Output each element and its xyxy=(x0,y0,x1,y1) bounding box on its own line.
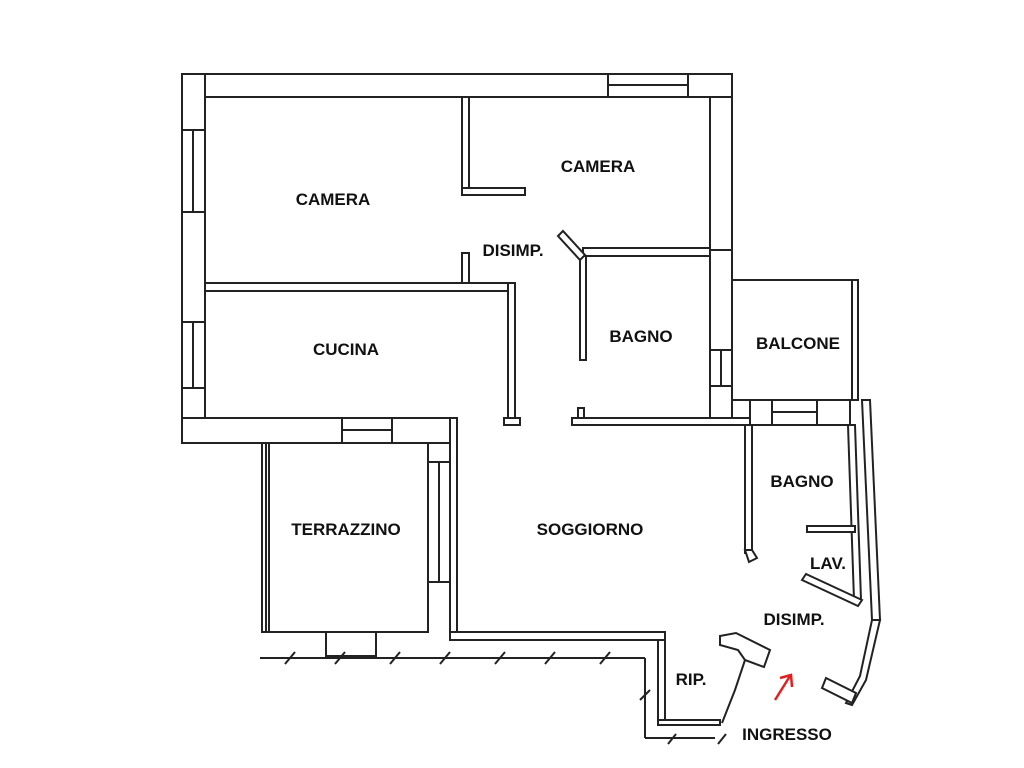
room-label-camera-2: CAMERA xyxy=(560,157,636,176)
room-label-bagno-2: BAGNO xyxy=(770,472,834,491)
walls xyxy=(181,73,882,745)
room-label-bagno-1: BAGNO xyxy=(609,327,673,346)
room-label-terrazzino: TERRAZZINO xyxy=(291,520,401,539)
room-label-cucina: CUCINA xyxy=(312,340,380,359)
room-label-disimpegno-2: DISIMP. xyxy=(763,610,825,629)
room-label-soggiorno: SOGGIORNO xyxy=(536,520,644,539)
room-label-disimpegno-1: DISIMP. xyxy=(482,241,544,260)
room-label-ripostiglio: RIP. xyxy=(675,670,707,689)
room-label-ingresso: INGRESSO xyxy=(742,725,832,744)
room-label-lavanderia: LAV. xyxy=(810,554,846,573)
entrance-arrow xyxy=(773,673,794,701)
room-label-balcone: BALCONE xyxy=(755,334,841,353)
room-label-camera-1: CAMERA xyxy=(295,190,371,209)
